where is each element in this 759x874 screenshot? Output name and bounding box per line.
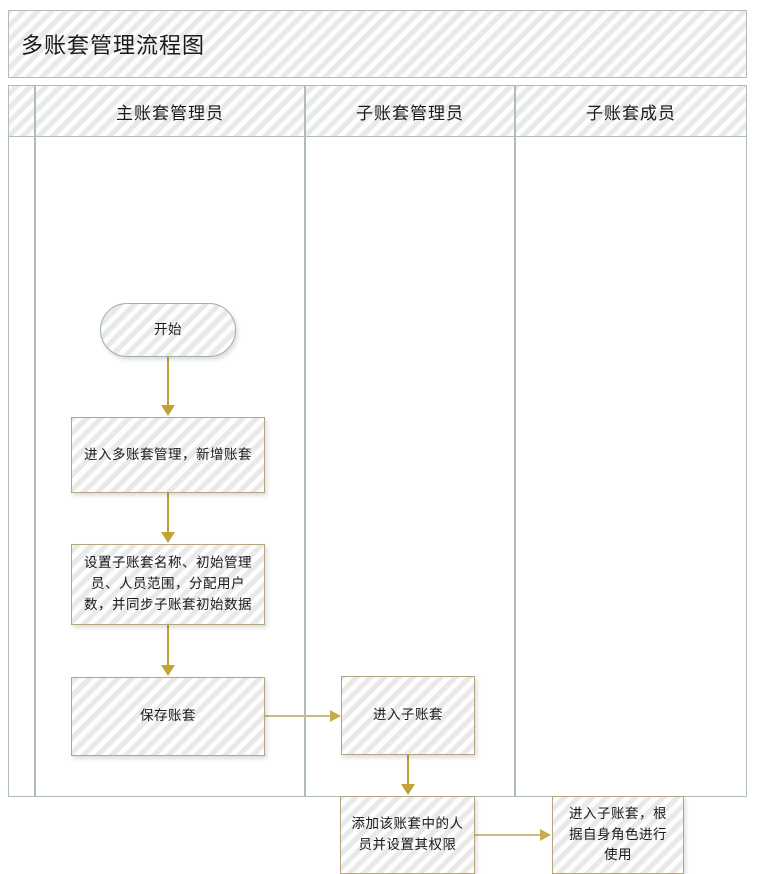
node-enter-sub-book[interactable]: 进入子账套 — [341, 676, 475, 755]
connector-start-to-enter — [167, 357, 169, 407]
diagram-title-band: 多账套管理流程图 — [8, 10, 747, 78]
connector-enter-to-config — [167, 493, 169, 534]
node-label: 设置子账套名称、初始管理员、人员范围，分配用户数，并同步子账套初始数据 — [84, 555, 252, 612]
lane-header-corner — [8, 85, 35, 137]
node-add-members[interactable]: 添加该账套中的人员并设置其权限 — [340, 796, 475, 874]
lane-header-row: 主账套管理员 子账套管理员 子账套成员 — [8, 85, 747, 137]
arrowhead-down-icon — [161, 405, 175, 416]
node-enter-multi-book[interactable]: 进入多账套管理，新增账套 — [71, 417, 265, 493]
lane-header-sub-member: 子账套成员 — [515, 85, 747, 137]
node-label: 进入子账套 — [373, 707, 443, 723]
lane-body-corner — [8, 136, 35, 797]
node-save-book[interactable]: 保存账套 — [71, 677, 265, 756]
node-label: 进入子账套，根据自身角色进行使用 — [569, 805, 667, 863]
arrowhead-right-icon — [540, 829, 551, 841]
node-member-use[interactable]: 进入子账套，根据自身角色进行使用 — [552, 796, 684, 874]
lane-header-main-admin: 主账套管理员 — [35, 85, 305, 137]
node-configure-sub-book[interactable]: 设置子账套名称、初始管理员、人员范围，分配用户数，并同步子账套初始数据 — [71, 544, 265, 625]
diagram-title: 多账套管理流程图 — [21, 33, 206, 58]
flowchart-diagram: 多账套管理流程图 主账套管理员 子账套管理员 子账套成员 — [8, 10, 749, 874]
arrowhead-down-icon — [161, 665, 175, 676]
node-label: 保存账套 — [140, 708, 196, 724]
connector-members-to-use — [475, 834, 543, 836]
lane-header-label: 主账套管理员 — [116, 103, 224, 123]
lane-body-row: 开始 进入多账套管理，新增账套 设置子账套名称、初始管理员、人员范围，分配用户数… — [8, 136, 747, 874]
connector-config-to-save — [167, 625, 169, 667]
node-label: 开始 — [154, 321, 182, 337]
lane-header-label: 子账套成员 — [586, 103, 676, 123]
connector-save-to-subbook — [265, 715, 333, 717]
arrowhead-down-icon — [161, 532, 175, 543]
node-start[interactable]: 开始 — [100, 303, 236, 357]
lane-body-sub-member — [515, 136, 747, 797]
arrowhead-right-icon — [330, 710, 341, 722]
lane-header-sub-admin: 子账套管理员 — [305, 85, 515, 137]
connector-subbook-to-members — [407, 755, 409, 786]
arrowhead-down-icon — [401, 784, 415, 795]
node-label: 进入多账套管理，新增账套 — [84, 446, 252, 462]
lane-header-label: 子账套管理员 — [356, 103, 464, 123]
node-label: 添加该账套中的人员并设置其权限 — [351, 816, 464, 852]
